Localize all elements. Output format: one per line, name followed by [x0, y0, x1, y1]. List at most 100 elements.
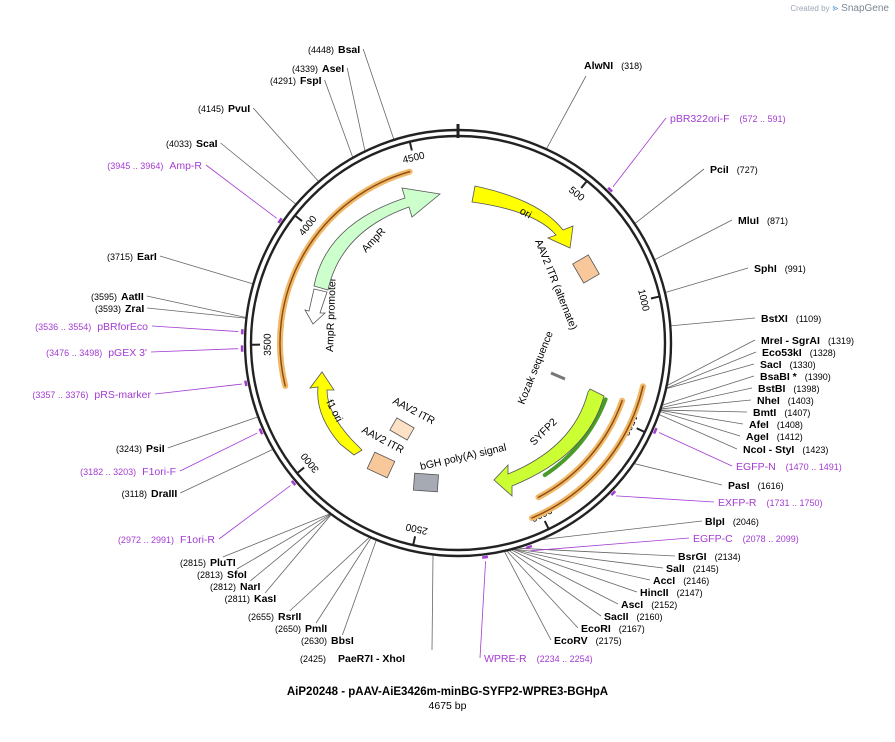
enzyme-position: (2630): [301, 636, 327, 646]
snapgene-brand: SnapGene: [841, 3, 889, 14]
enzyme-position: (1390): [805, 372, 831, 382]
enzyme-pvui[interactable]: PvuI: [228, 103, 250, 115]
enzyme-rsrii[interactable]: RsrII: [278, 611, 301, 623]
feature-ampr[interactable]: AmpR: [313, 187, 441, 291]
enzyme-ncoi-styi[interactable]: NcoI - StyI: [743, 444, 794, 456]
enzyme-leader: [503, 550, 552, 641]
feature-ori[interactable]: ori: [471, 185, 574, 249]
tick-mark: [650, 295, 660, 300]
primer-mark: [290, 480, 297, 486]
enzyme-mlui[interactable]: MluI: [738, 215, 759, 227]
enzyme-pasi[interactable]: PasI: [728, 480, 750, 492]
enzyme-nari[interactable]: NarI: [240, 581, 261, 593]
primer-exfp-r[interactable]: EXFP-R: [718, 497, 757, 509]
enzyme-mrei-sgrai[interactable]: MreI - SgrAI: [761, 335, 820, 347]
enzyme-nhei[interactable]: NheI: [757, 395, 780, 407]
enzyme-sali[interactable]: SalI: [666, 563, 685, 575]
enzyme-bbsi[interactable]: BbsI: [331, 635, 354, 647]
enzyme-pmli[interactable]: PmlI: [305, 623, 327, 635]
enzyme-acci[interactable]: AccI: [653, 575, 675, 587]
enzyme-hincii[interactable]: HincII: [640, 587, 669, 599]
primer-prs-marker[interactable]: pRS-marker: [94, 389, 151, 401]
enzyme-paer7i-xhoi[interactable]: PaeR7I - XhoI: [338, 653, 405, 665]
feature-ampr-promoter[interactable]: AmpR promoter: [304, 277, 339, 352]
enzyme-asei[interactable]: AseI: [322, 63, 344, 75]
enzyme-leader: [222, 513, 331, 558]
primer-egfp-n[interactable]: EGFP-N: [736, 461, 776, 473]
enzyme-fspi[interactable]: FspI: [300, 75, 322, 87]
primer-leader: [479, 561, 486, 659]
orf-arcs: [277, 168, 646, 522]
aav2-itr-alternate-label: AAV2 ITR (alternate): [532, 238, 579, 332]
enzyme-ecori[interactable]: EcoRI: [581, 623, 611, 635]
enzyme-leader-lines: [146, 48, 757, 651]
syfp2-orf-arc: [542, 397, 608, 478]
primer-mark: [482, 555, 489, 559]
enzyme-leader: [670, 317, 756, 327]
enzyme-labels-right: AlwNI(318)PciI(727)MluI(871)SphI(991)Bst…: [300, 60, 854, 665]
primer-f1ori-r[interactable]: F1ori-R: [180, 534, 215, 546]
primer-position: (2234 .. 2254): [537, 654, 593, 664]
enzyme-leader: [661, 375, 755, 406]
syfp2-arrow: [493, 388, 605, 497]
enzyme-position: (3595): [91, 292, 117, 302]
feature-aav2-itr-alternate[interactable]: AAV2 ITR (alternate): [532, 238, 600, 332]
enzyme-pluti[interactable]: PluTI: [210, 557, 236, 569]
enzyme-bsai[interactable]: BsaI: [338, 44, 360, 56]
feature-aav2-itr-small[interactable]: AAV2 ITR: [389, 395, 437, 441]
enzyme-bstxi[interactable]: BstXI: [761, 313, 788, 325]
enzyme-psii[interactable]: PsiI: [146, 443, 165, 455]
enzyme-leader: [515, 547, 676, 557]
enzyme-kasi[interactable]: KasI: [254, 593, 276, 605]
enzyme-blpi[interactable]: BlpI: [705, 516, 725, 528]
enzyme-bsabi[interactable]: BsaBI *: [760, 371, 798, 383]
enzyme-position: (3715): [107, 252, 133, 262]
kozak-mark: [550, 371, 566, 381]
enzyme-pcii[interactable]: PciI: [710, 164, 729, 176]
enzyme-afei[interactable]: AfeI: [749, 419, 769, 431]
feature-f1-ori[interactable]: f1 ori: [309, 371, 363, 456]
enzyme-zrai[interactable]: ZraI: [125, 303, 144, 315]
enzyme-alwni[interactable]: AlwNI: [584, 60, 613, 72]
backbone-outer-circle: [243, 128, 673, 558]
enzyme-asci[interactable]: AscI: [621, 599, 643, 611]
enzyme-eari[interactable]: EarI: [137, 251, 157, 263]
primer-wpre-r[interactable]: WPRE-R: [484, 653, 527, 665]
primer-pbr322ori-f[interactable]: pBR322ori-F: [670, 113, 730, 125]
primer-pgex-3[interactable]: pGEX 3': [108, 347, 147, 359]
ampr-orf-arc-core: [279, 171, 411, 387]
primer-leader: [179, 432, 258, 472]
enzyme-bsrgi[interactable]: BsrGI: [678, 551, 707, 563]
feature-bgh-polya[interactable]: bGH poly(A) signal: [412, 441, 508, 493]
enzyme-eco53ki[interactable]: Eco53kI: [762, 347, 802, 359]
enzyme-bstbi[interactable]: BstBI: [758, 383, 786, 395]
enzyme-leader: [506, 550, 579, 629]
enzyme-saci[interactable]: SacI: [760, 359, 782, 371]
enzyme-leader: [665, 351, 757, 389]
primer-f1ori-f[interactable]: F1ori-F: [142, 466, 176, 478]
enzyme-leader: [252, 107, 320, 183]
primer-amp-r[interactable]: Amp-R: [169, 160, 202, 172]
feature-kozak[interactable]: Kozak sequence: [516, 329, 566, 406]
primer-egfp-c[interactable]: EGFP-C: [693, 533, 733, 545]
enzyme-scai[interactable]: ScaI: [196, 138, 218, 150]
tick-mark: [294, 214, 303, 222]
enzyme-bmti[interactable]: BmtI: [753, 407, 776, 419]
ampr-promoter-label: AmpR promoter: [324, 277, 339, 352]
enzyme-sfoi[interactable]: SfoI: [227, 569, 247, 581]
ampr-promoter-arrow: [304, 288, 328, 325]
primer-pbrforeco[interactable]: pBRforEco: [97, 321, 148, 333]
enzyme-position: (2167): [619, 624, 645, 634]
tick-mark: [580, 180, 588, 189]
created-by-text: Created by: [790, 4, 830, 13]
enzyme-position: (2175): [596, 636, 622, 646]
enzyme-sacii[interactable]: SacII: [604, 611, 629, 623]
enzyme-agei[interactable]: AgeI: [746, 431, 769, 443]
enzyme-draiii[interactable]: DraIII: [151, 488, 177, 500]
enzyme-sphi[interactable]: SphI: [754, 263, 777, 275]
enzyme-position: (4291): [270, 76, 296, 86]
enzyme-leader: [664, 267, 749, 293]
enzyme-aatii[interactable]: AatII: [121, 291, 144, 303]
enzyme-ecorv[interactable]: EcoRV: [554, 635, 588, 647]
enzyme-leader: [660, 409, 744, 425]
